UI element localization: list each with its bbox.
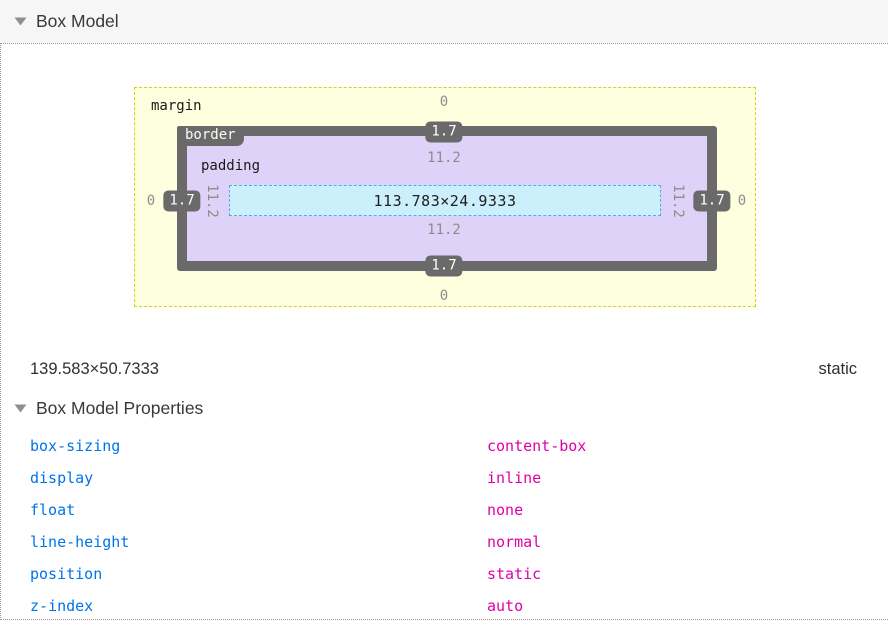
property-row: box-sizing content-box [30,430,858,462]
box-model-properties-title: Box Model Properties [36,398,203,419]
margin-bottom-value[interactable]: 0 [440,288,448,304]
property-name: box-sizing [30,430,487,462]
property-name: position [30,558,487,590]
border-top-value[interactable]: 1.7 [425,121,462,142]
property-name: line-height [30,526,487,558]
property-row: line-height normal [30,526,858,558]
element-dimensions: 139.583×50.7333 [30,360,159,379]
box-model-diagram-margin-region[interactable]: margin border padding 113.783×24.9333 0 … [134,87,756,307]
border-left-value[interactable]: 1.7 [163,190,200,211]
element-position: static [818,360,857,379]
collapse-triangle-icon[interactable] [14,400,27,418]
content-dimensions: 113.783×24.9333 [374,192,517,210]
property-name: float [30,494,487,526]
properties-list: box-sizing content-box display inline fl… [30,430,858,622]
property-value: static [487,558,858,590]
box-model-section-header[interactable]: Box Model [0,0,888,43]
property-value: none [487,494,858,526]
padding-left-value[interactable]: 11.2 [204,184,220,218]
margin-label: margin [151,98,202,114]
property-value: content-box [487,430,858,462]
property-value: inline [487,462,858,494]
property-row: z-index auto [30,590,858,622]
padding-label: padding [201,158,260,174]
border-bottom-value[interactable]: 1.7 [425,255,462,276]
property-name: z-index [30,590,487,622]
property-value: auto [487,590,858,622]
property-name: display [30,462,487,494]
margin-left-value[interactable]: 0 [147,193,155,209]
box-model-properties-header[interactable]: Box Model Properties [14,398,203,419]
property-row: display inline [30,462,858,494]
padding-right-value[interactable]: 11.2 [670,184,686,218]
collapse-triangle-icon[interactable] [14,13,27,31]
box-model-content-region[interactable]: 113.783×24.9333 [229,185,661,216]
margin-right-value[interactable]: 0 [738,193,746,209]
box-model-title: Box Model [36,11,119,32]
border-label: border [177,126,244,146]
property-row: position static [30,558,858,590]
border-right-value[interactable]: 1.7 [693,190,730,211]
property-value: normal [487,526,858,558]
padding-top-value[interactable]: 11.2 [427,150,461,166]
property-row: float none [30,494,858,526]
padding-bottom-value[interactable]: 11.2 [427,222,461,238]
margin-top-value[interactable]: 0 [440,94,448,110]
